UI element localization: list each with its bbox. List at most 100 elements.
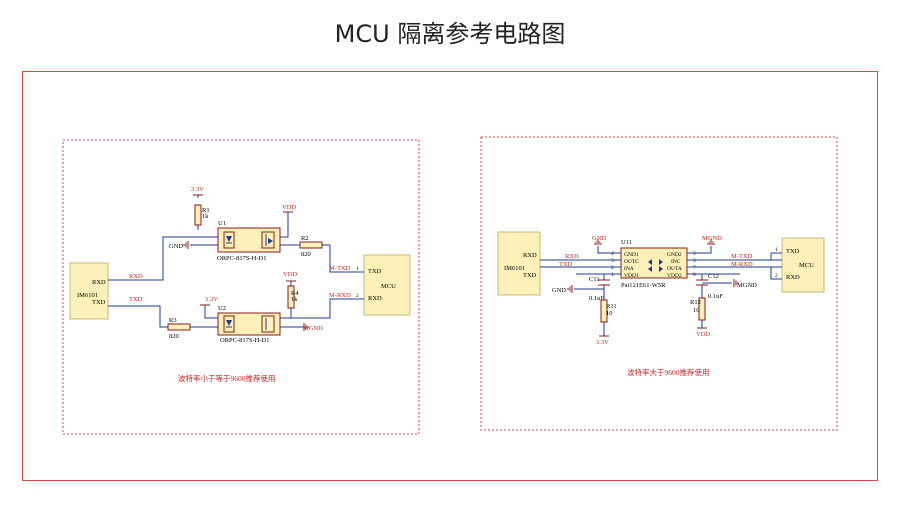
page-title: MCU 隔离参考电路图 bbox=[334, 20, 566, 48]
left-im-name: IM6101 bbox=[77, 292, 98, 299]
left-33v-mid: 3.3V bbox=[205, 296, 218, 303]
left-u2-ref: U2 bbox=[218, 305, 226, 312]
right-u11-lpin-0: GND1 bbox=[624, 252, 639, 258]
left-r1-value: 1k bbox=[202, 213, 209, 220]
right-im-name: IM6101 bbox=[504, 265, 525, 272]
right-u11-arrows bbox=[648, 259, 663, 272]
left-r4-ref: R4 bbox=[291, 290, 299, 297]
right-c11-ref: C11 bbox=[589, 276, 600, 283]
right-r12-value: 10 bbox=[693, 307, 700, 314]
left-net-mtxd: M-TXD bbox=[329, 265, 351, 272]
right-im-rxd: RXD bbox=[523, 252, 537, 259]
left-caption: 波特率小于等于9600推荐使用 bbox=[178, 373, 276, 383]
left-r3-ref: R3 bbox=[169, 317, 177, 324]
right-mcu-name: MCU bbox=[799, 262, 814, 269]
right-c12-ref: C12 bbox=[708, 273, 719, 280]
left-r3 bbox=[167, 323, 191, 331]
right-r11 bbox=[600, 299, 608, 323]
right-c12 bbox=[696, 279, 708, 286]
left-mcu-txd: TXD bbox=[368, 268, 382, 275]
left-u2-symbol bbox=[223, 315, 275, 333]
left-net-rxd: RXD bbox=[129, 273, 143, 280]
right-mcu-module bbox=[781, 237, 825, 293]
left-u1-ref: U1 bbox=[218, 220, 226, 227]
right-net-rxd: RXD bbox=[565, 253, 579, 260]
right-u11-rnum-2: 7 bbox=[693, 265, 696, 271]
right-u11-rpin-0: GND2 bbox=[667, 252, 682, 258]
right-r11-ref: R11 bbox=[606, 303, 617, 310]
right-u11-lpin-2: INA bbox=[624, 266, 634, 272]
right-mcu-rxd: RXD bbox=[786, 274, 800, 281]
left-im-rxd: RXD bbox=[92, 279, 106, 286]
right-r12-ref: R12 bbox=[690, 299, 701, 306]
right-u11-ref: U11 bbox=[621, 239, 632, 246]
right-u11-rpin-3: VDD2 bbox=[667, 273, 682, 279]
right-im-module bbox=[497, 231, 541, 296]
left-r4 bbox=[287, 285, 295, 309]
left-u1-part: ORPC-817S-H-D1 bbox=[217, 255, 266, 262]
right-wires bbox=[540, 246, 782, 336]
right-u11-body bbox=[620, 247, 688, 279]
left-gnd-label: GND bbox=[169, 243, 183, 250]
outer-frame bbox=[22, 71, 878, 481]
left-gnd-symbol bbox=[183, 240, 189, 250]
right-u11-rnum-3: 8 bbox=[693, 272, 696, 278]
left-panel: IM6101 RXD TXD MCU TXD RXD bbox=[62, 139, 420, 435]
right-u11-part: Pai121E61-W5R bbox=[621, 282, 666, 289]
right-gnd-cap: GND bbox=[552, 287, 566, 294]
left-im-txd: TXD bbox=[92, 299, 106, 306]
left-vdd-mid: VDD bbox=[283, 271, 297, 278]
left-r2-value: 820 bbox=[301, 251, 311, 258]
left-u1-symbol bbox=[223, 231, 275, 249]
right-mgnd-top: MGND bbox=[702, 235, 722, 242]
right-u11-lpin-3: VDD1 bbox=[624, 273, 639, 279]
right-vdd: VDD bbox=[696, 331, 710, 338]
right-c11 bbox=[598, 279, 610, 286]
left-im-module bbox=[69, 262, 109, 320]
right-c11-value: 0.1uF bbox=[589, 295, 604, 302]
right-u11-lnum-2: 2 bbox=[611, 265, 614, 271]
right-pin-1: 1 bbox=[775, 247, 778, 253]
right-u11-lnum-0: 4 bbox=[611, 251, 614, 257]
right-net-mtxd: M-TXD bbox=[731, 253, 753, 260]
left-mcu-module bbox=[363, 254, 411, 316]
right-net-txd: TXD bbox=[559, 261, 573, 268]
right-r11-value: 10 bbox=[606, 310, 613, 317]
left-u2-part: ORPC-817S-H-D1 bbox=[220, 337, 269, 344]
right-33v: 3.3V bbox=[596, 339, 609, 346]
right-panel: IM6101 RXD TXD MCU TXD RXD U11 Pai121E61… bbox=[480, 136, 838, 431]
right-u11-rpin-1: INC bbox=[671, 259, 681, 265]
right-u11-rpin-2: OUTA bbox=[667, 266, 682, 272]
left-mgnd-label: MGND bbox=[303, 325, 323, 332]
left-net-mrxd: M-RXD bbox=[329, 292, 351, 299]
left-wires bbox=[108, 195, 364, 328]
right-u11-rnum-1: 6 bbox=[693, 258, 696, 264]
right-im-txd: TXD bbox=[523, 272, 537, 279]
right-mgnd-cap: MGND bbox=[737, 282, 757, 289]
right-caption: 波特率大于9600推荐使用 bbox=[627, 367, 710, 377]
right-r12 bbox=[698, 297, 706, 321]
left-r1 bbox=[194, 204, 202, 226]
right-c12-value: 0.1uF bbox=[708, 293, 723, 300]
right-u11-rnum-0: 5 bbox=[693, 251, 696, 257]
right-net-mrxd: M-RXD bbox=[731, 261, 753, 268]
left-r1-ref: R1 bbox=[202, 207, 210, 214]
left-mcu-rxd: RXD bbox=[368, 295, 382, 302]
right-u11-lnum-1: 3 bbox=[611, 258, 614, 264]
right-dashed-box bbox=[480, 136, 838, 431]
right-u11-lpin-1: OUTC bbox=[624, 259, 639, 265]
left-net-txd: TXD bbox=[129, 296, 143, 303]
left-pin-2: 2 bbox=[356, 293, 359, 299]
right-mcu-txd: TXD bbox=[786, 248, 800, 255]
right-u11-lnum-3: 1 bbox=[611, 272, 614, 278]
left-r3-value: 820 bbox=[169, 333, 179, 340]
right-gnd-cap-symbol bbox=[567, 284, 573, 294]
left-dashed-box bbox=[62, 139, 420, 435]
left-pin-1: 1 bbox=[356, 266, 359, 272]
right-gnd-top: GND bbox=[592, 235, 606, 242]
left-r2-ref: R2 bbox=[301, 235, 309, 242]
left-vdd-top: VDD bbox=[282, 204, 296, 211]
left-33v-top: 3.3V bbox=[191, 186, 204, 193]
right-pin-2: 2 bbox=[775, 273, 778, 279]
